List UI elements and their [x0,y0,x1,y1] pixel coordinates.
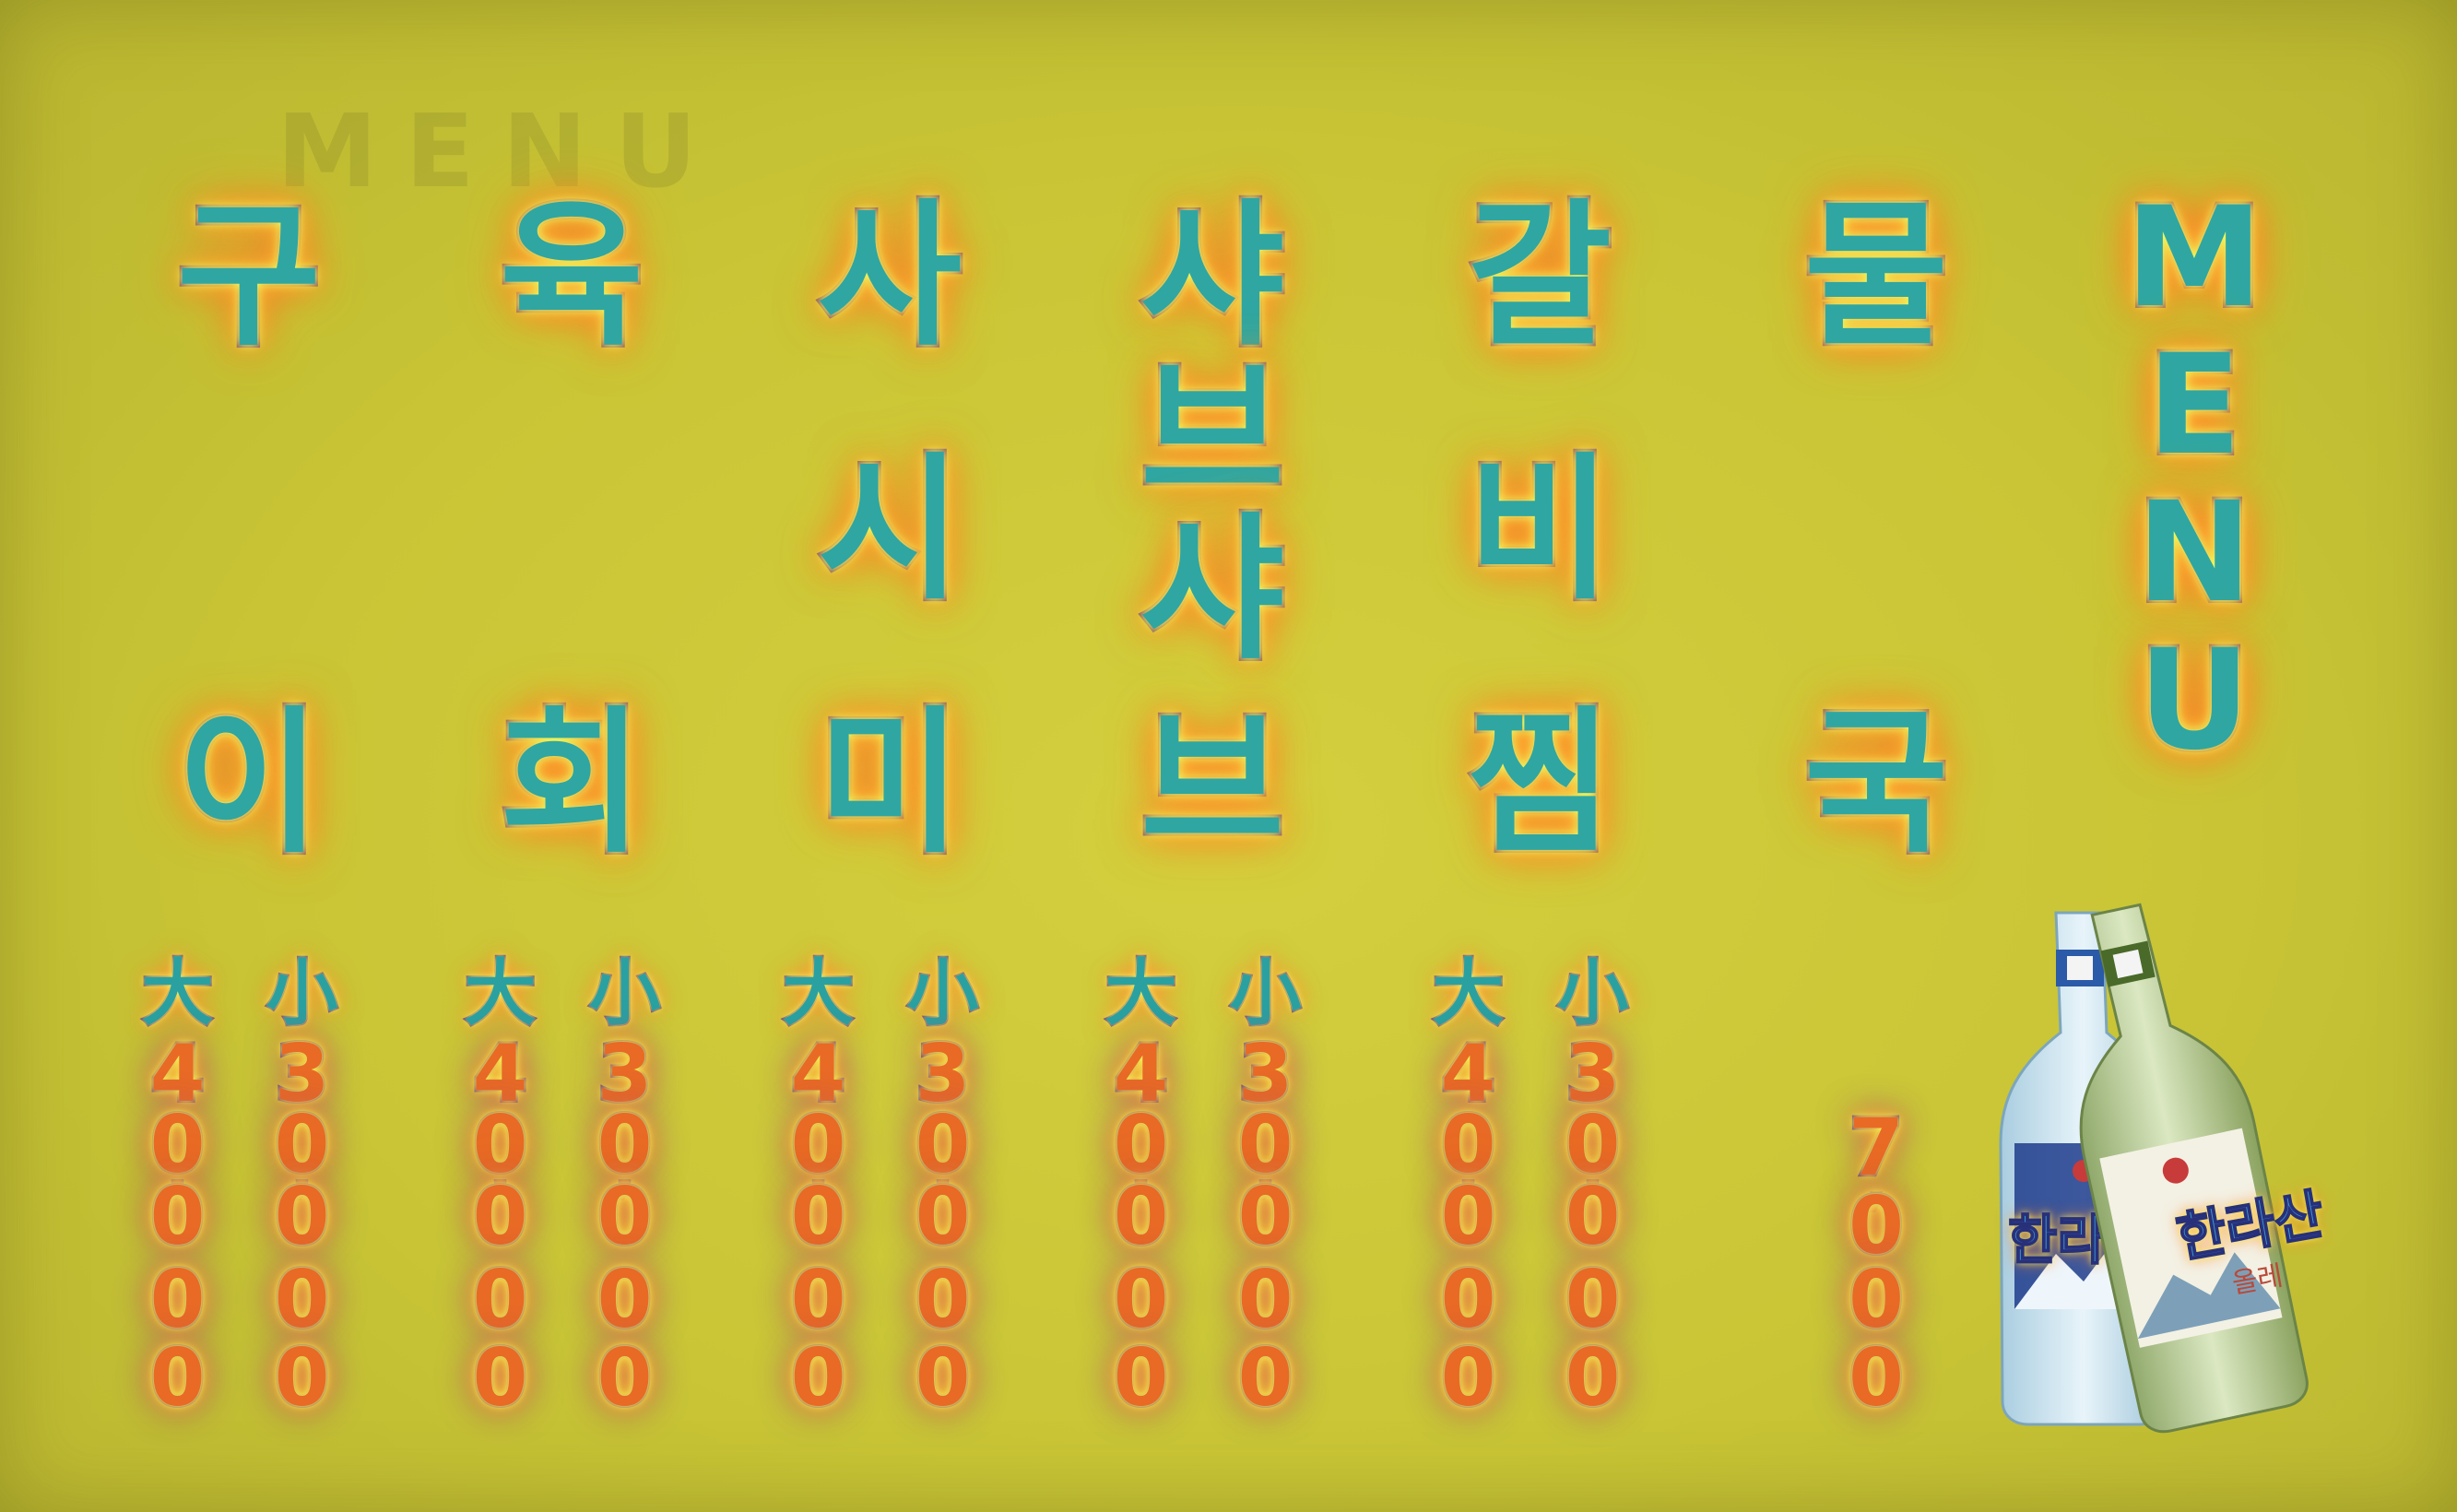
price-digit: 0 [914,1254,973,1346]
price-digit: 0 [1439,1099,1498,1191]
menu-item-char: 구 [174,185,324,368]
price-digit: 0 [1112,1171,1171,1263]
size-large-label: 大 [1104,952,1178,1035]
price-comma: , [931,1140,955,1205]
price-digit: 4 [471,1028,530,1120]
menu-item-char: 브 [1138,692,1287,875]
price-digit: 0 [471,1332,530,1424]
price-digit: 0 [1847,1254,1906,1346]
price-digit: 0 [1236,1332,1295,1424]
price-digit: 0 [273,1254,332,1346]
price-digit: 0 [1236,1099,1295,1191]
size-small-label: 小 [905,952,980,1035]
price-digit: 0 [1564,1099,1623,1191]
soju-bottle-icon [2079,903,2309,1434]
price-digit: 0 [789,1332,848,1424]
price-digit: 0 [148,1254,207,1346]
price-digit: 0 [914,1171,973,1263]
price-comma: , [807,1140,831,1205]
menu-item-char: 미 [815,692,964,875]
price-comma: , [290,1140,314,1205]
price-digit: 0 [148,1099,207,1191]
price-digit: 0 [596,1332,655,1424]
price-comma: , [166,1140,190,1205]
price-digit: 0 [789,1171,848,1263]
menu-item-char: 물 [1801,185,1951,368]
price-digit: 4 [789,1028,848,1120]
price-comma: , [1129,1140,1153,1205]
menu-item-char: 갈 [1465,185,1614,368]
price-digit: 3 [273,1028,332,1120]
menu-item-char: 시 [815,439,964,621]
menu-item-char: 사 [815,185,964,368]
size-small-label: 小 [1228,952,1303,1035]
price-digit: 0 [1236,1171,1295,1263]
price-comma: , [1864,1152,1888,1217]
menu-item-char: 이 [174,692,324,875]
price-digit: 0 [596,1099,655,1191]
price-digit: 3 [1236,1028,1295,1120]
price-digit: 3 [1564,1028,1623,1120]
menu-title-letter: U [2135,620,2253,781]
size-large-label: 大 [781,952,856,1035]
price-digit: 0 [1564,1254,1623,1346]
price-digit: 4 [148,1028,207,1120]
price-digit: 4 [1439,1028,1498,1120]
price-digit: 0 [471,1099,530,1191]
menu-item-char: 샤 [1138,185,1287,368]
price-digit: 3 [596,1028,655,1120]
price-digit: 7 [1847,1102,1906,1194]
menu-item-char: 찜 [1465,692,1614,875]
price-digit: 0 [273,1332,332,1424]
price-digit: 0 [1564,1171,1623,1263]
menu-item-char: 국 [1801,692,1951,875]
price-digit: 0 [1112,1254,1171,1346]
price-digit: 0 [1847,1180,1906,1272]
price-digit: 0 [596,1171,655,1263]
size-large-label: 大 [463,952,537,1035]
watermark-menu: MENU [277,92,725,210]
size-small-label: 小 [265,952,339,1035]
price-comma: , [1254,1140,1278,1205]
menu-item-char: 회 [497,692,646,875]
price-comma: , [613,1140,637,1205]
price-digit: 0 [273,1171,332,1263]
price-digit: 0 [914,1099,973,1191]
price-digit: 4 [1112,1028,1171,1120]
menu-item-char: 브 [1138,342,1287,525]
price-digit: 0 [1564,1332,1623,1424]
menu-item-char: 육 [497,185,646,368]
price-digit: 0 [596,1254,655,1346]
menu-item-char: 샤 [1138,499,1287,681]
size-small-label: 小 [1555,952,1630,1035]
price-digit: 0 [1439,1332,1498,1424]
menu-title-letter: N [2133,473,2255,633]
price-digit: 0 [1439,1254,1498,1346]
price-digit: 0 [1112,1099,1171,1191]
menu-item-char: 비 [1465,439,1614,621]
price-digit: 0 [273,1099,332,1191]
price-digit: 3 [914,1028,973,1120]
menu-title-letter: M [2122,178,2265,338]
price-digit: 0 [1847,1332,1906,1424]
size-small-label: 小 [587,952,662,1035]
price-digit: 0 [148,1332,207,1424]
price-digit: 0 [1236,1254,1295,1346]
size-large-label: 大 [140,952,215,1035]
price-digit: 0 [914,1332,973,1424]
price-digit: 0 [789,1254,848,1346]
price-comma: , [489,1140,513,1205]
price-comma: , [1457,1140,1481,1205]
price-digit: 0 [148,1171,207,1263]
size-large-label: 大 [1431,952,1506,1035]
price-comma: , [1581,1140,1605,1205]
price-digit: 0 [1112,1332,1171,1424]
price-digit: 0 [789,1099,848,1191]
price-digit: 0 [471,1254,530,1346]
price-digit: 0 [471,1171,530,1263]
menu-title-letter: E [2144,325,2244,486]
price-digit: 0 [1439,1171,1498,1263]
